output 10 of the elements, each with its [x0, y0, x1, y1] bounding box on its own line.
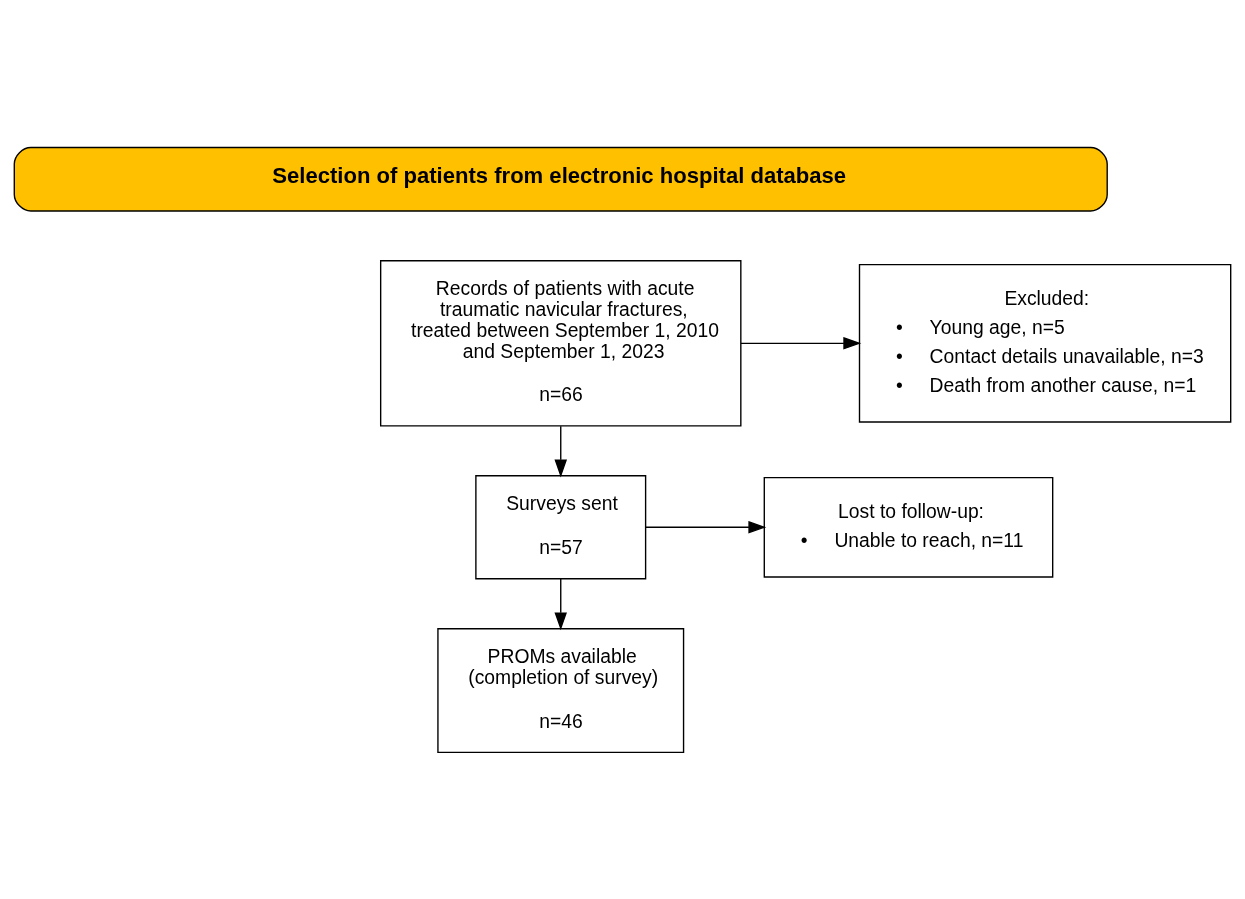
node-box: PROMs available (completion of survey) n=46	[437, 627, 685, 753]
arrow	[554, 425, 568, 477]
arrow	[554, 577, 568, 630]
node-box: Lost to follow-up: • Unable to reach, n=11	[763, 476, 1054, 578]
node-box: Excluded: • Young age, n=5 • Contact details unavailable, n=3 • Death from another cause, n=1	[858, 263, 1232, 423]
arrow	[644, 520, 767, 534]
node-box: Selection of patients from electronic hospital database	[13, 146, 1108, 212]
node-box: Surveys sent n=57	[475, 474, 647, 579]
arrow	[740, 336, 862, 350]
node-box: Records of patients with acute traumatic navicular fractures, treated between September 1, 2010 and September 1, 2023 n=66	[380, 259, 742, 427]
